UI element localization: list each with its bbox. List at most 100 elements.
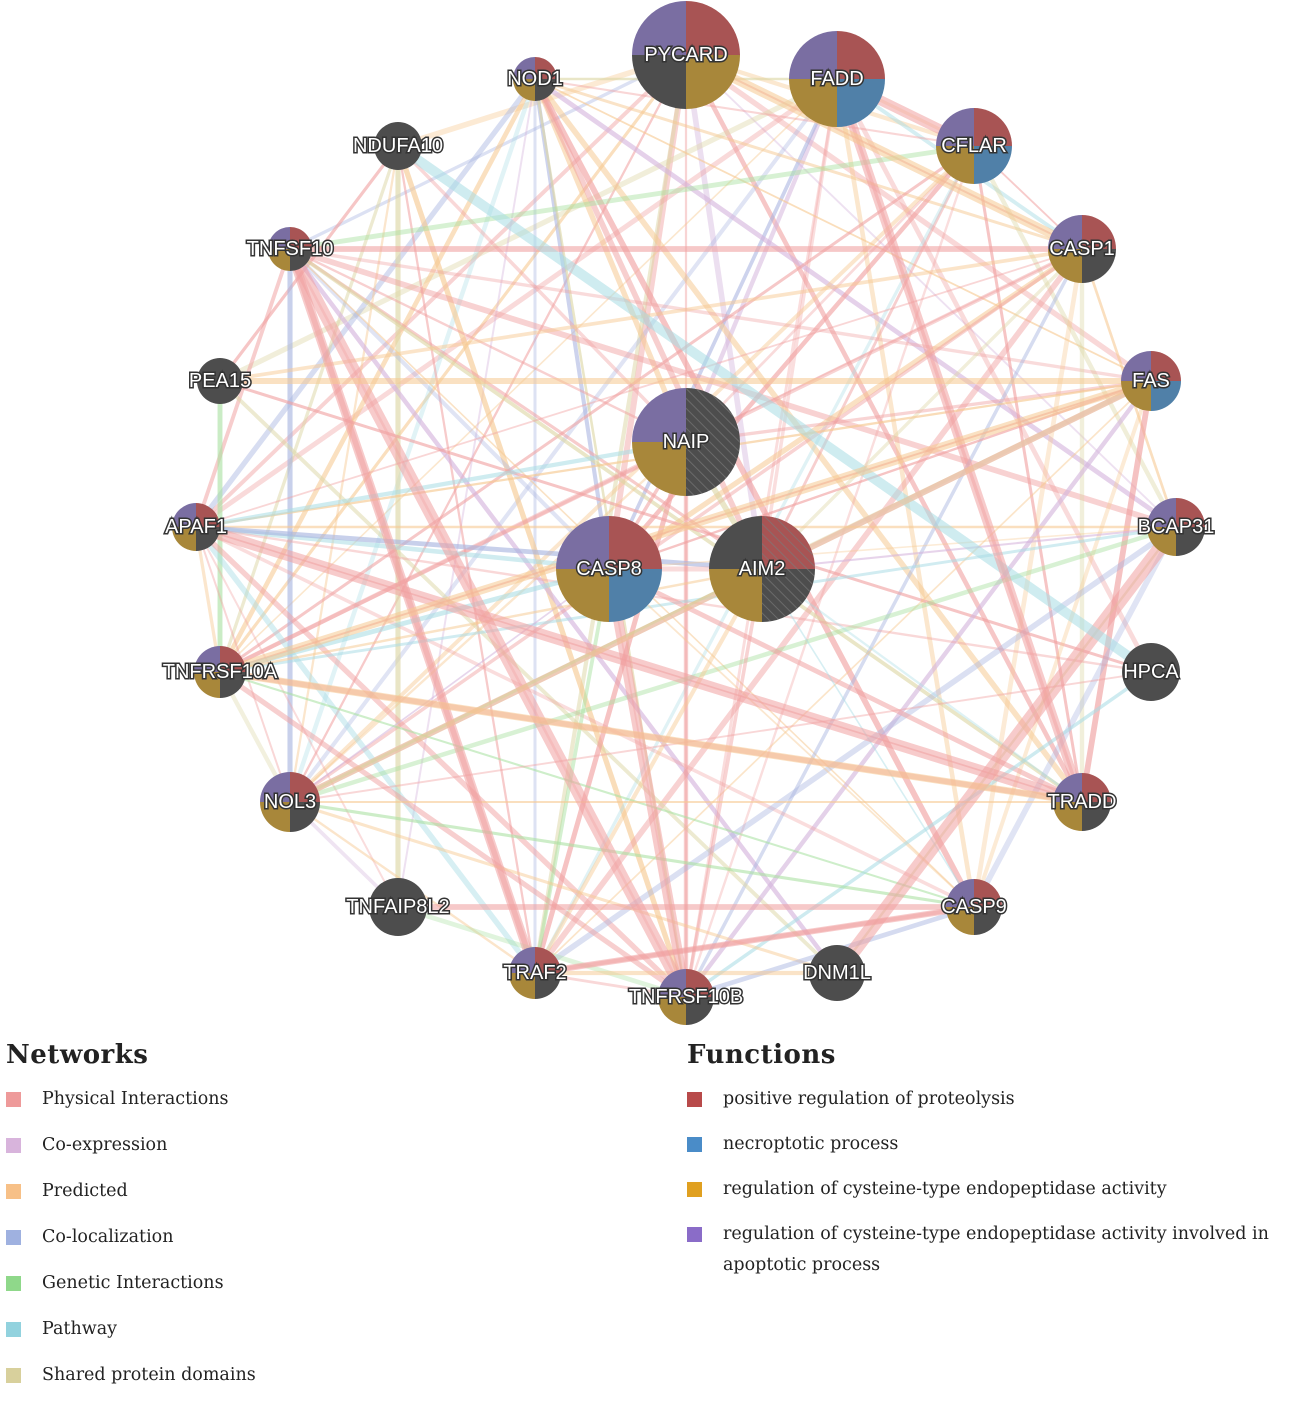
gene-node-dnm1l[interactable]: DNM1L (802, 945, 872, 1001)
gene-node-tnfrsf10b[interactable]: TNFRSF10B (627, 969, 745, 1025)
node-segment-red (686, 969, 714, 997)
gene-node-cflar[interactable]: CFLAR (936, 108, 1012, 184)
node-hatch (686, 388, 740, 442)
legend-item-co-expression[interactable]: Co-expression (6, 1130, 646, 1161)
legend-item-shared-protein-domains[interactable]: Shared protein domains (6, 1360, 646, 1391)
legend-item-endopeptidase-activity[interactable]: regulation of cysteine-type endopeptidas… (687, 1174, 1302, 1205)
edge-coexpression (397, 78, 536, 908)
edge-physical (217, 669, 689, 1000)
edge-colocalization (971, 524, 1179, 910)
node-segment-dark (374, 122, 398, 146)
legend-label: Predicted (42, 1181, 128, 1201)
edge-domains (217, 76, 840, 384)
gene-node-tradd[interactable]: TRADD (1046, 773, 1118, 831)
gene-node-fas[interactable]: FAS (1121, 351, 1181, 411)
functions-legend: Functions positive regulation of proteol… (687, 1040, 1302, 1295)
gene-label: TRADD (1048, 791, 1117, 813)
node-segment-dark (535, 79, 557, 101)
gene-node-tnfsf10[interactable]: TNFSF10 (245, 227, 335, 271)
node-segment-purple (509, 947, 535, 973)
edge-colocalization (193, 524, 765, 572)
node-segment-red (290, 227, 312, 249)
legend-item-positive-regulation-of-proteolysis[interactable]: positive regulation of proteolysis (687, 1084, 1302, 1115)
edge-predicted (288, 144, 400, 804)
node-segment-purple (946, 879, 974, 907)
node-segment-red (837, 31, 885, 79)
edge-physical (195, 526, 399, 908)
legend-item-necroptotic-process[interactable]: necroptotic process (687, 1129, 1302, 1160)
node-segment-dark (1122, 643, 1151, 672)
gene-node-tnfrsf10a[interactable]: TNFRSF10A (161, 646, 279, 698)
node-segment-red (974, 108, 1012, 146)
gene-node-hpca[interactable]: HPCA (1122, 643, 1181, 701)
edge-physical (1079, 378, 1154, 805)
node-segment-purple (1048, 215, 1082, 249)
edge-predicted (534, 380, 1152, 974)
legend-item-pathway[interactable]: Pathway (6, 1314, 646, 1345)
gene-node-fadd[interactable]: FADD (789, 31, 885, 127)
node-segment-red (1082, 773, 1111, 802)
node-segment-gold (268, 249, 290, 271)
edge-physical (684, 144, 976, 444)
node-segment-purple (632, 1, 686, 55)
gene-label: HPCA (1123, 661, 1179, 683)
node-segment-dark (196, 527, 220, 551)
co-expression-swatch (6, 1138, 21, 1153)
node-segment-dark (1176, 527, 1205, 556)
node-segment-gold (1147, 527, 1176, 556)
edge-physical (190, 521, 1088, 808)
node-segment-purple (268, 227, 290, 249)
edge-predicted (219, 78, 838, 673)
gene-node-pea15[interactable]: PEA15 (187, 358, 253, 404)
node-segment-dark (686, 997, 714, 1025)
gene-node-aim2[interactable]: AIM2 (709, 516, 815, 622)
node-segment-gold (946, 907, 974, 935)
edge-predicted (218, 247, 1084, 383)
edge-physical (288, 247, 1153, 383)
legend-label: necroptotic process (723, 1134, 899, 1154)
node-segment-gold (509, 973, 535, 999)
edge-coexpression (532, 76, 1179, 530)
node-segment-dark (220, 381, 243, 404)
gene-label: NAIP (663, 431, 710, 453)
gene-node-nod1[interactable]: NOD1 (506, 57, 564, 101)
node-segment-red (290, 772, 320, 802)
gene-node-casp8[interactable]: CASP8 (556, 516, 662, 622)
predicted-swatch (6, 1184, 21, 1199)
gene-node-nol3[interactable]: NOL3 (260, 772, 320, 832)
gene-node-casp9[interactable]: CASP9 (940, 879, 1008, 935)
node-segment-dark (709, 516, 762, 569)
legend-item-endopeptidase-apoptotic[interactable]: regulation of cysteine-type endopeptidas… (687, 1219, 1302, 1281)
node-segment-dark (809, 973, 837, 1001)
edge-colocalization (287, 246, 612, 572)
node-segment-dark (837, 973, 865, 1001)
gene-node-bcap31[interactable]: BCAP31 (1136, 498, 1216, 556)
gene-node-casp1[interactable]: CASP1 (1048, 215, 1116, 283)
gene-node-tnfaip8l2[interactable]: TNFAIP8L2 (345, 878, 451, 936)
legend-label: Co-expression (42, 1135, 168, 1155)
legend-item-genetic-interactions[interactable]: Genetic Interactions (6, 1268, 646, 1299)
gene-node-pycard[interactable]: PYCARD (632, 1, 740, 109)
gene-node-traf2[interactable]: TRAF2 (502, 947, 568, 999)
pathway-swatch (6, 1322, 21, 1337)
edge-layer (190, 50, 1183, 1003)
gene-node-apaf1[interactable]: APAF1 (164, 503, 228, 551)
gene-label: PEA15 (189, 370, 251, 392)
node-segment-dark (1151, 672, 1180, 701)
edge-pathway (193, 439, 689, 530)
node-segment-dark (220, 672, 246, 698)
edge-colocalization (532, 524, 1179, 976)
node-segment-purple (513, 57, 535, 79)
node-segment-red (609, 516, 662, 569)
legend-item-co-localization[interactable]: Co-localization (6, 1222, 646, 1253)
edge-physical (532, 76, 977, 910)
gene-node-ndufa10[interactable]: NDUFA10 (351, 122, 445, 170)
edge-predicted (608, 568, 975, 908)
edge-predicted (681, 50, 1087, 254)
edge-colocalization (288, 53, 688, 251)
gene-node-naip[interactable]: NAIP (632, 388, 740, 496)
edge-predicted (534, 78, 1152, 382)
legend-item-physical-interactions[interactable]: Physical Interactions (6, 1084, 646, 1115)
legend-item-predicted[interactable]: Predicted (6, 1176, 646, 1207)
node-segment-gold (936, 146, 974, 184)
